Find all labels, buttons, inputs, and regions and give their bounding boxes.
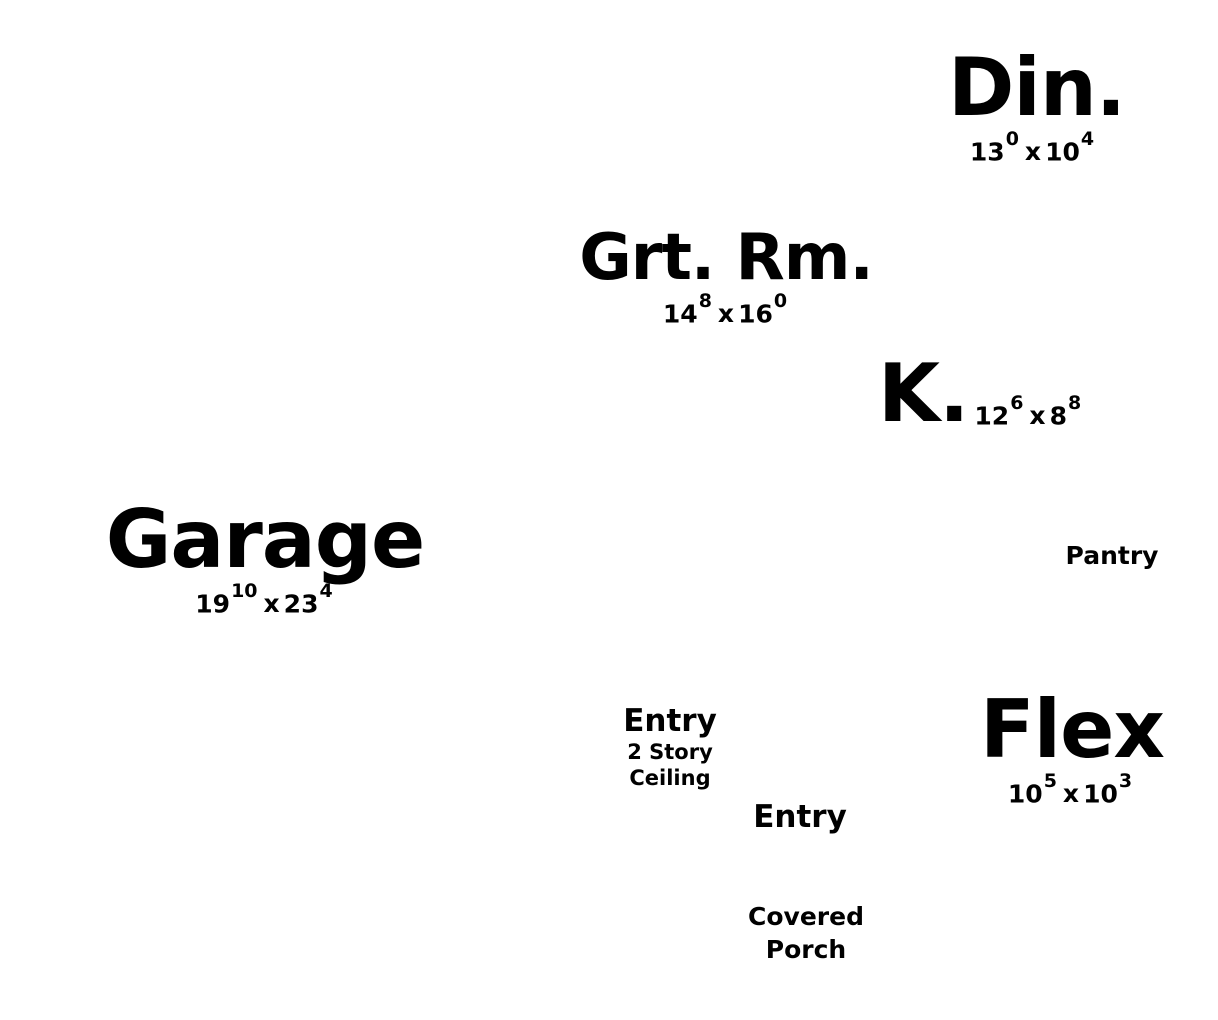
dim-a-inches: 6	[1010, 391, 1024, 414]
room-note-line-1: 2 Story	[627, 740, 713, 764]
dim-b: 10	[1045, 137, 1080, 167]
room-name-garage: Garage	[105, 493, 426, 586]
dim-b: 10	[1083, 779, 1118, 809]
dim-a-inches: 10	[231, 580, 258, 602]
dim-b: 23	[283, 589, 319, 619]
room-name-flex: Flex	[980, 683, 1165, 776]
dim-separator: x	[1029, 401, 1046, 430]
room-name-covered-porch-line-2: Porch	[765, 935, 847, 964]
dim-a: 13	[969, 137, 1005, 167]
dim-a-inches: 8	[698, 290, 712, 312]
room-name-great-room: Grt. Rm.	[579, 221, 874, 295]
dim-a: 10	[1007, 779, 1043, 809]
room-name-covered-porch-line-1: Covered	[748, 902, 864, 931]
room-name-pantry: Pantry	[1065, 541, 1159, 570]
room-entry: Entry	[748, 802, 852, 833]
dim-b-inches: 4	[319, 580, 333, 602]
dim-a-inches: 0	[1005, 128, 1019, 150]
room-entry-two-story: Entry 2 Story Ceiling	[618, 706, 722, 791]
dim-separator: x	[717, 299, 735, 329]
room-name-dining: Din.	[948, 41, 1126, 134]
dim-a: 19	[195, 589, 231, 619]
dim-b: 8	[1049, 401, 1067, 430]
dim-b-inches: 8	[1067, 391, 1082, 414]
room-pantry: Pantry	[1062, 543, 1162, 568]
room-name-kitchen: K.	[878, 347, 969, 440]
dim-separator: x	[1062, 779, 1080, 809]
room-covered-porch: Covered Porch	[736, 904, 876, 962]
room-name-entry: Entry	[753, 799, 847, 835]
dim-a: 14	[662, 299, 698, 329]
dim-b-inches: 4	[1080, 128, 1095, 150]
dim-separator: x	[263, 589, 280, 619]
dim-a: 12	[974, 401, 1010, 430]
dim-separator: x	[1024, 137, 1042, 167]
room-note-line-2: Ceiling	[629, 766, 711, 790]
dim-b: 16	[738, 299, 773, 329]
dim-b-inches: 0	[773, 290, 788, 312]
dim-a-inches: 5	[1043, 770, 1057, 792]
room-name-entry-two-story: Entry	[623, 703, 717, 739]
dim-b-inches: 3	[1118, 770, 1133, 792]
